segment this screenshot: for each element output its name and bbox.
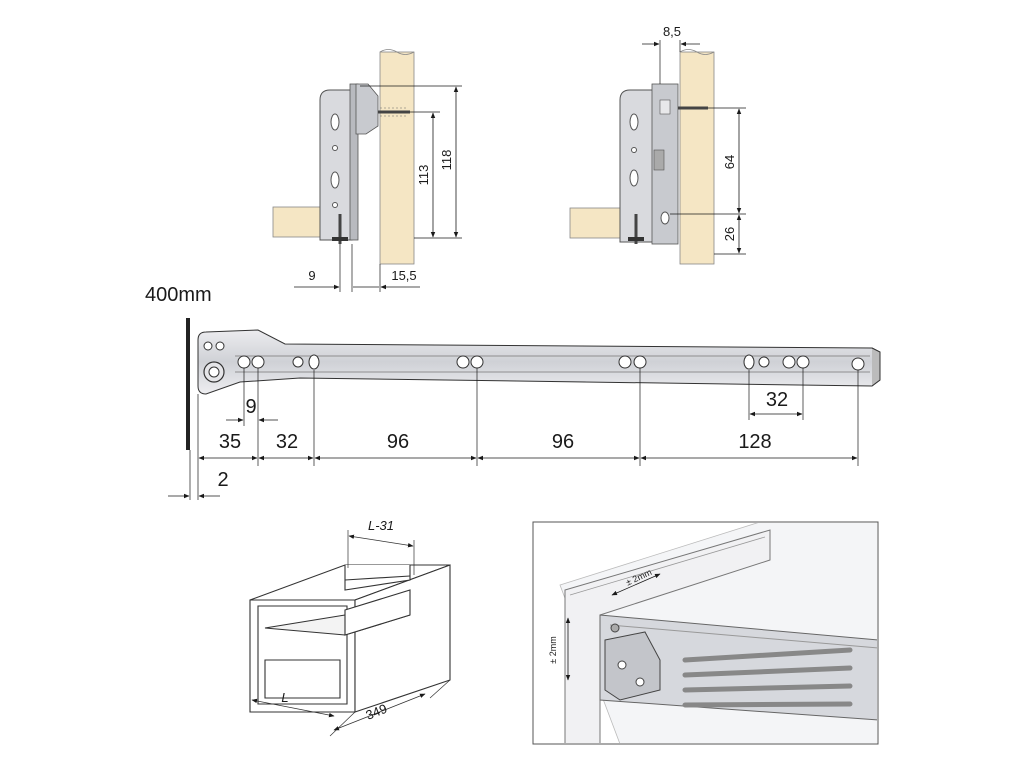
dim-32-a: 32 [276,431,298,453]
top-left-side-view: 113 118 9 15,5 [272,49,462,292]
dim-L: L [281,690,288,705]
cabinet-side-panel-right [679,51,715,265]
dim-9-left: 9 [308,268,315,283]
drawer-box-isometric [249,530,451,737]
dim-26: 26 [722,227,737,241]
dim-15-5: 15,5 [391,268,416,283]
dim-128: 128 [738,431,771,453]
cabinet-side-panel [379,51,415,265]
dim-2: 2 [217,469,228,491]
tol-vertical: ± 2mm [548,636,558,663]
dim-35: 35 [219,431,241,453]
detail-view: ± 2mm ± 2mm [532,521,879,745]
runner-bracket [319,89,353,241]
top-right-side-view: 8,5 64 26 [569,24,746,265]
runner-rail-view: 400mm [145,284,881,500]
dim-96-b: 96 [552,431,574,453]
dim-64: 64 [722,155,737,169]
dim-118: 118 [439,150,454,171]
dim-96-a: 96 [387,431,409,453]
dim-9: 9 [245,396,256,418]
rail-length-label: 400mm [145,284,212,306]
dim-8-5: 8,5 [663,24,681,39]
dim-32-b: 32 [766,389,788,411]
dim-L-31: L-31 [368,518,394,533]
dim-113: 113 [416,165,431,186]
